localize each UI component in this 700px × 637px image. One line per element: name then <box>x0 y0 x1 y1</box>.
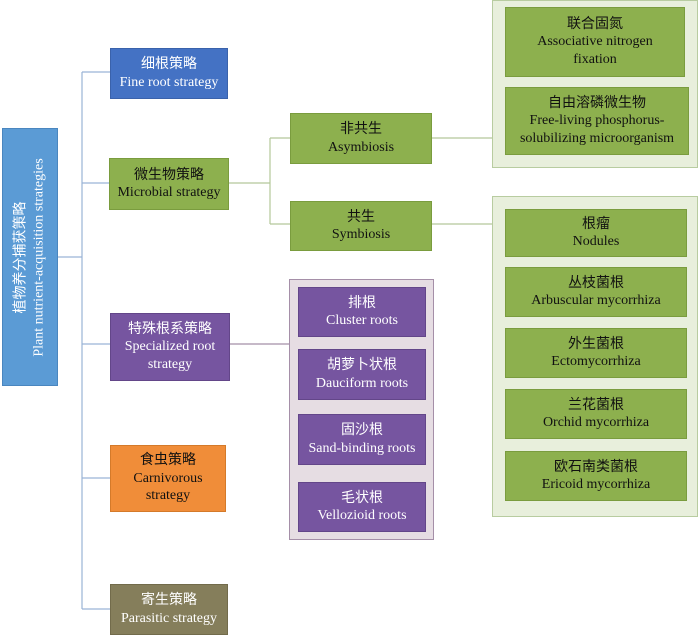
microbial-label-en: Microbial strategy <box>117 185 221 200</box>
symbiosis-item: 欧石南类菌根 Ericoid mycorrhiza <box>505 451 687 501</box>
asymbiosis-item-zh: 联合固氮 <box>567 16 623 32</box>
symbiosis-item: 兰花菌根 Orchid mycorrhiza <box>505 389 687 439</box>
specialized-root-item-zh: 毛状根 <box>341 490 383 506</box>
symbiosis-item-en: Arbuscular mycorrhiza <box>531 293 661 308</box>
specialized-label-zh: 特殊根系策略 <box>128 321 212 337</box>
asymbiosis-item: 自由溶磷微生物 Free-living phosphorus- solubili… <box>505 87 689 155</box>
symbiosis-item: 外生菌根 Ectomycorrhiza <box>505 328 687 378</box>
asymbiosis-label-en: Asymbiosis <box>327 139 395 155</box>
symbiosis-item-zh: 兰花菌根 <box>568 397 624 413</box>
specialized-root-item-en: Cluster roots <box>326 313 398 328</box>
microbial-label-zh: 微生物策略 <box>134 167 204 183</box>
carnivorous-label-zh: 食虫策略 <box>140 453 196 469</box>
fine-root-strategy-node: 细根策略 Fine root strategy <box>110 48 228 99</box>
specialized-label-en-line2: strategy <box>147 356 193 372</box>
specialized-root-item-en: Vellozioid roots <box>317 508 407 523</box>
asymbiosis-item-en-line1: Associative nitrogen <box>537 34 653 50</box>
specialized-root-item: 毛状根 Vellozioid roots <box>298 482 426 532</box>
asymbiosis-item-en-line2: fixation <box>573 51 617 67</box>
carnivorous-strategy-node: 食虫策略 Carnivorous strategy <box>110 445 226 512</box>
specialized-roots-panel: 排根 Cluster roots 胡萝卜状根 Dauciform roots 固… <box>289 279 434 540</box>
symbiosis-item-en: Nodules <box>572 234 620 249</box>
asymbiosis-item-en-line1: Free-living phosphorus- <box>529 113 665 129</box>
parasitic-strategy-node: 寄生策略 Parasitic strategy <box>110 584 228 635</box>
symbiosis-item-zh: 丛枝菌根 <box>568 275 624 291</box>
fine-root-label-zh: 细根策略 <box>141 57 197 72</box>
symbiosis-label-zh: 共生 <box>347 209 375 225</box>
asymbiosis-panel: 联合固氮 Associative nitrogen fixation 自由溶磷微… <box>492 0 698 168</box>
symbiosis-label-en: Symbiosis <box>331 227 391 242</box>
root-label-zh: 植物养分捕获策略 <box>13 201 29 314</box>
carnivorous-label-en-line2: strategy <box>145 488 191 504</box>
symbiosis-panel: 根瘤 Nodules 丛枝菌根 Arbuscular mycorrhiza 外生… <box>492 196 698 517</box>
symbiosis-item-en: Ericoid mycorrhiza <box>541 477 651 492</box>
symbiosis-item-zh: 外生菌根 <box>568 336 624 352</box>
symbiosis-item-zh: 根瘤 <box>582 216 610 232</box>
specialized-root-item-zh: 胡萝卜状根 <box>327 358 397 373</box>
symbiosis-item-en: Ectomycorrhiza <box>551 354 641 369</box>
parasitic-label-en: Parasitic strategy <box>120 610 218 626</box>
asymbiosis-node: 非共生 Asymbiosis <box>290 113 432 164</box>
symbiosis-node: 共生 Symbiosis <box>290 201 432 251</box>
specialized-root-item-en: Dauciform roots <box>315 375 409 391</box>
fine-root-label-en: Fine root strategy <box>119 74 219 90</box>
specialized-root-item: 排根 Cluster roots <box>298 287 426 337</box>
symbiosis-item: 丛枝菌根 Arbuscular mycorrhiza <box>505 267 687 317</box>
specialized-root-item-zh: 固沙根 <box>341 423 383 438</box>
asymbiosis-item: 联合固氮 Associative nitrogen fixation <box>505 7 685 77</box>
carnivorous-label-en-line1: Carnivorous <box>133 470 203 486</box>
specialized-root-item: 固沙根 Sand-binding roots <box>298 414 426 465</box>
symbiosis-item: 根瘤 Nodules <box>505 209 687 257</box>
asymbiosis-item-zh: 自由溶磷微生物 <box>548 95 646 111</box>
specialized-label-en-line1: Specialized root <box>124 339 216 355</box>
root-label-en: Plant nutrient-acquisition strategies <box>31 157 47 357</box>
specialized-root-item-zh: 排根 <box>348 295 376 311</box>
root-node: 植物养分捕获策略 Plant nutrient-acquisition stra… <box>2 128 58 386</box>
symbiosis-item-zh: 欧石南类菌根 <box>554 459 638 475</box>
specialized-root-strategy-node: 特殊根系策略 Specialized root strategy <box>110 313 230 381</box>
asymbiosis-item-en-line2: solubilizing microorganism <box>519 130 675 146</box>
specialized-root-item: 胡萝卜状根 Dauciform roots <box>298 349 426 400</box>
parasitic-label-zh: 寄生策略 <box>141 593 197 608</box>
microbial-strategy-node: 微生物策略 Microbial strategy <box>109 158 229 210</box>
specialized-root-item-en: Sand-binding roots <box>308 440 416 456</box>
symbiosis-item-en: Orchid mycorrhiza <box>542 415 650 430</box>
asymbiosis-label-zh: 非共生 <box>340 122 382 137</box>
